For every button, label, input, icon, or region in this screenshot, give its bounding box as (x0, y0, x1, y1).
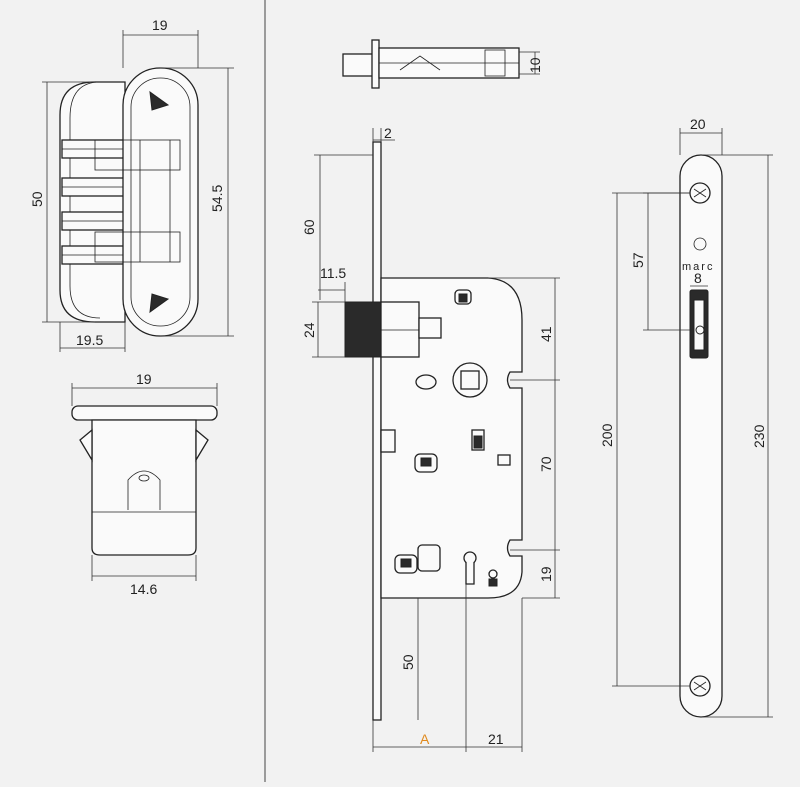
dim-striker-depth: 19.5 (76, 332, 103, 348)
striker-side-view: 19 50 54.5 19.5 (29, 17, 234, 352)
dim-latch-width: 10 (527, 57, 543, 73)
dim-striker-top-width: 19 (152, 17, 168, 33)
latch-top-view: 10 (342, 39, 543, 89)
dim-base-top: 19 (136, 371, 152, 387)
dim-key-to-bottom: 19 (538, 566, 554, 582)
dim-latch-height: 24 (301, 322, 317, 338)
dim-handle-to-top: 41 (538, 326, 554, 342)
dim-backset: A (420, 731, 430, 747)
faceplate-front-view: marc 20 8 57 200 230 (599, 116, 773, 718)
dim-base-bottom: 14.6 (130, 581, 157, 597)
dim-plate-width: 20 (690, 116, 706, 132)
striker-front-view: 19 14.6 (71, 371, 218, 597)
dim-top-offset: 60 (301, 219, 317, 235)
lock-body-view: 60 11.5 24 2 41 70 19 50 A 21 (301, 125, 560, 752)
dim-latch-projection: 11.5 (320, 265, 346, 281)
dim-key-to-bottom-edge: 50 (400, 654, 416, 670)
dim-faceplate-thickness: 2 (384, 125, 392, 141)
dim-plate-height: 230 (751, 424, 767, 448)
dim-striker-height: 50 (29, 191, 45, 207)
dim-screw-to-latch: 57 (630, 252, 646, 268)
dim-screw-spacing: 200 (599, 423, 615, 447)
brand-logo: marc (682, 261, 714, 273)
dim-case-width-offset: 21 (488, 731, 504, 747)
dim-striker-outer-height: 54.5 (209, 185, 225, 212)
dim-handle-to-key: 70 (538, 456, 554, 472)
dim-latch-slot-width: 8 (694, 270, 702, 286)
